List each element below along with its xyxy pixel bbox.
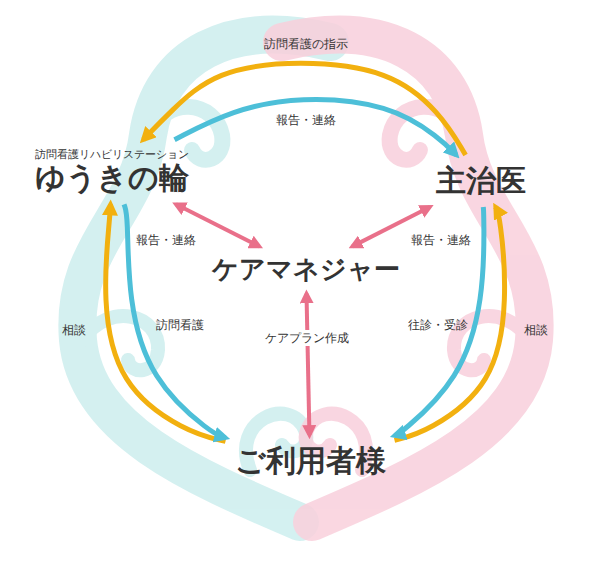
note-label: 報告・連絡: [133, 232, 199, 248]
care-manager-node: ケアマネジャー: [209, 252, 403, 287]
note-label: 報告・連絡: [408, 232, 474, 248]
connector-layer: [106, 63, 505, 441]
background-swirls: [77, 35, 534, 522]
visit-arrow: [124, 204, 225, 437]
edge-label: 相談: [59, 322, 89, 338]
edge-label: 往診・受診: [405, 317, 471, 333]
node-heading: 訪問看護リハビリステーション: [35, 148, 189, 161]
edge-label: ケアプラン作成: [262, 330, 352, 346]
edge-label: 相談: [521, 322, 551, 338]
report-arrow: [175, 99, 457, 155]
edge-label: 報告・連絡: [273, 112, 339, 128]
node-title: ご利用者様: [235, 443, 386, 479]
node-title: 主治医: [436, 163, 526, 199]
instruction-arrow: [143, 63, 465, 155]
node-title: ケアマネジャー: [212, 254, 400, 285]
edge-label: 訪問看護の指示: [261, 36, 351, 52]
doctor-node: 主治医: [433, 161, 529, 201]
consult-arrow: [395, 207, 505, 440]
consult-arrow: [106, 204, 226, 441]
organization-node: 訪問看護リハビリステーションゆうきの輪: [32, 146, 192, 199]
client-node: ご利用者様: [232, 441, 389, 481]
visit-arrow: [395, 207, 484, 436]
node-title: ゆうきの輪: [35, 160, 189, 196]
care-plan-arrow: [306, 294, 309, 435]
edge-label: 訪問看護: [153, 317, 207, 333]
